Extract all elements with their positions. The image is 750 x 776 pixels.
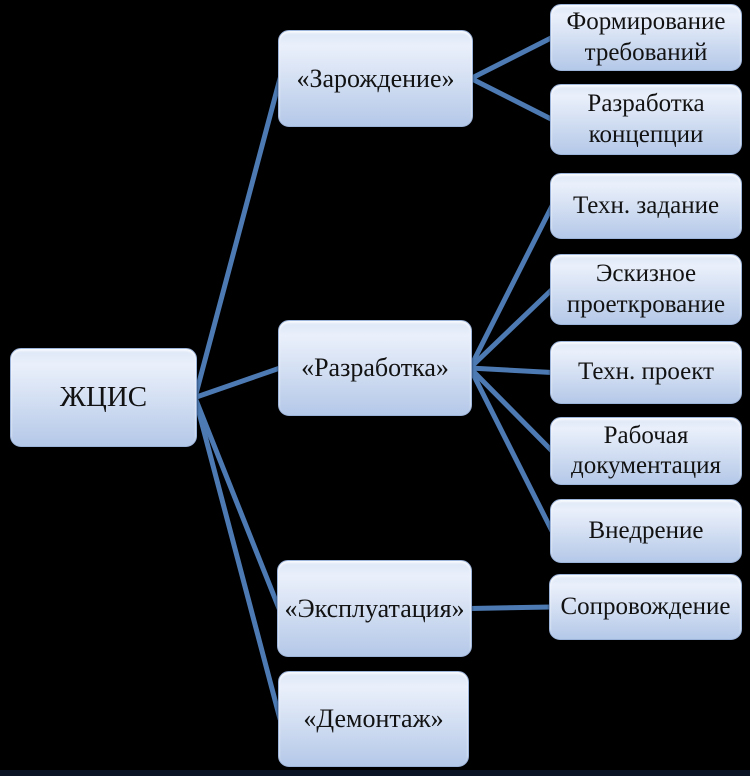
node-label: «Зарождение» (296, 63, 455, 93)
node-razrabotka-kontseptsii: Разработка концепции (550, 84, 742, 155)
node-label: Внедрение (588, 516, 704, 544)
node-tekhn-zadanie: Техн. задание (550, 173, 742, 239)
node-label: Техн. задание (572, 191, 720, 219)
node-label: Эскизное проеткрование (566, 260, 726, 318)
node-label: Техн. проект (578, 358, 714, 386)
node-tekhn-proekt: Техн. проект (550, 341, 742, 404)
node-zarozhdenie: «Зарождение» (278, 30, 473, 127)
node-soprovozhdenie: Сопровождение (549, 574, 742, 640)
bottom-edge-strip (0, 770, 750, 776)
node-rabochaya-dokumentatsiya: Рабочая документация (550, 417, 742, 485)
node-label: «Разработка» (301, 353, 449, 382)
node-eskiznoe-proektirovanie: Эскизное проеткрование (550, 254, 742, 325)
node-label: «Эксплуатация» (284, 593, 465, 623)
node-label: ЖЦИС (59, 381, 148, 413)
node-ekspluatatsiya: «Эксплуатация» (277, 560, 472, 657)
node-zhcis: ЖЦИС (10, 348, 197, 447)
node-demontazh: «Демонтаж» (278, 671, 469, 767)
node-formirovanie-trebovaniy: Формирование требований (550, 4, 742, 71)
node-vnedrenie: Внедрение (550, 499, 742, 563)
node-label: Формирование требований (566, 8, 726, 66)
node-label: Сопровождение (560, 592, 731, 620)
node-razrabotka: «Разработка» (278, 320, 472, 416)
node-label: Рабочая документация (570, 421, 722, 480)
node-label: Разработка концепции (587, 90, 705, 148)
node-label: «Демонтаж» (303, 704, 444, 733)
